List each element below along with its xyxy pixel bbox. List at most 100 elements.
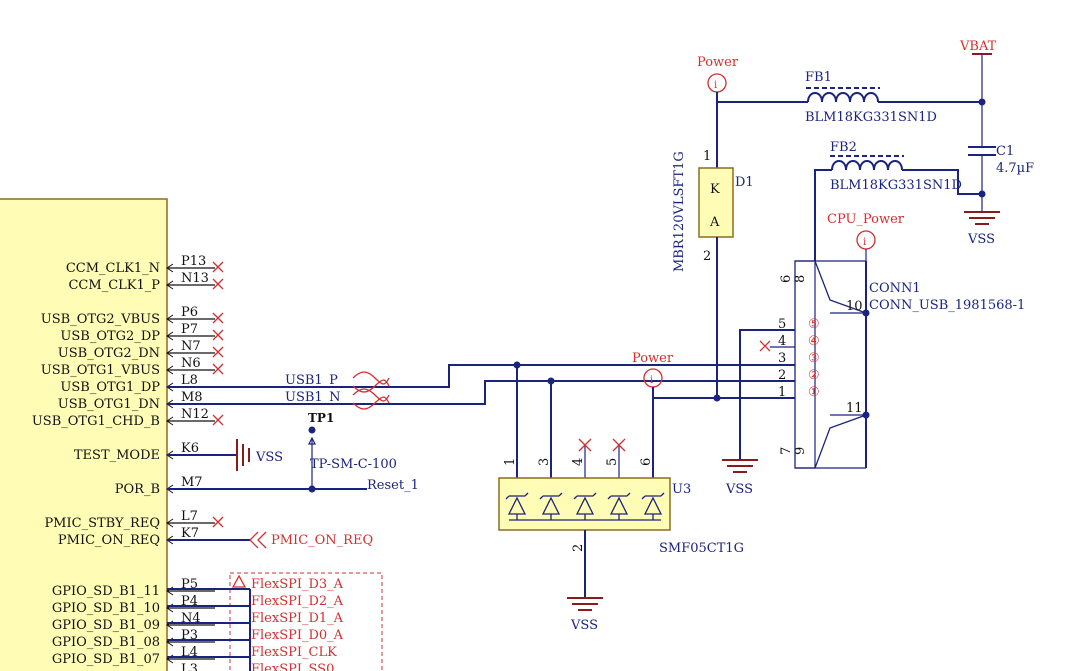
conn1-inner-pin: ① bbox=[808, 385, 820, 400]
test-mode-vss-label: VSS bbox=[255, 450, 283, 465]
flexspi-harness-box bbox=[229, 572, 383, 671]
pmic-on-req-label: PMIC_ON_REQ bbox=[271, 533, 373, 548]
conn1-pin-number: 9 bbox=[793, 447, 808, 455]
conn1-pin-number: 3 bbox=[778, 351, 786, 366]
flexspi-net-label: FlexSPI_D2_A bbox=[251, 594, 344, 609]
conn1-pin-number: 6 bbox=[779, 275, 794, 283]
u3-pin-number: 5 bbox=[605, 458, 620, 466]
mcu-signal-name: GPIO_SD_B1_11 bbox=[52, 584, 160, 599]
flexspi-net-label: FlexSPI_CLK bbox=[251, 645, 337, 660]
cpu-power-label: CPU_Power bbox=[827, 212, 905, 227]
vss-ground-icon bbox=[236, 439, 250, 471]
mcu-pin-number: N7 bbox=[181, 339, 201, 354]
mcu-pin-number: P6 bbox=[181, 305, 198, 320]
d1-value: MBR120VLSFT1G bbox=[672, 151, 687, 272]
conn1-pin-number: 11 bbox=[846, 401, 863, 416]
fb1-ref: FB1 bbox=[805, 70, 832, 85]
junction-dot bbox=[308, 485, 316, 493]
power-flag-label: Power bbox=[697, 55, 739, 70]
mcu-signal-name: GPIO_SD_B1_08 bbox=[52, 635, 160, 650]
vbat-label: VBAT bbox=[959, 39, 997, 54]
mcu-signal-name: GPIO_SD_B1_09 bbox=[52, 618, 160, 633]
mcu-signal-name: USB_OTG2_DP bbox=[60, 329, 160, 344]
mcu-signal-name: GPIO_SD_B1_07 bbox=[52, 652, 160, 667]
flexspi-net-label: FlexSPI_D0_A bbox=[251, 628, 344, 643]
mcu-signal-name: POR_B bbox=[115, 482, 160, 497]
mcu-pin-number: N13 bbox=[181, 271, 209, 286]
conn1-body bbox=[794, 260, 867, 469]
flexspi-net-list: FlexSPI_D3_AFlexSPI_D2_AFlexSPI_D1_AFlex… bbox=[251, 577, 344, 671]
mcu-signal-name: CCM_CLK1_N bbox=[66, 261, 160, 276]
u3-pin-number: 6 bbox=[639, 458, 654, 466]
reset-net-label: Reset_1 bbox=[367, 478, 419, 493]
mcu-pin-row: USB_OTG2_VBUS P6 bbox=[41, 305, 215, 327]
usb1-n-label: USB1_N bbox=[285, 390, 341, 405]
vss-ground-icon-conn bbox=[722, 459, 758, 473]
conn1-pin-number: 1 bbox=[778, 385, 786, 400]
tp1-value: TP-SM-C-100 bbox=[310, 457, 397, 472]
flexspi-net-label: FlexSPI_D3_A bbox=[251, 577, 344, 592]
c1-vss-label: VSS bbox=[967, 232, 995, 247]
flexspi-wires bbox=[167, 588, 251, 671]
conn1-pin-number: 4 bbox=[778, 334, 786, 349]
u3-pin-number: 4 bbox=[571, 458, 586, 466]
fb2-value: BLM18KG331SN1D bbox=[830, 178, 962, 193]
mcu-pin-number: N12 bbox=[181, 407, 209, 422]
info-glyph: i bbox=[650, 375, 653, 386]
mcu-pin-number: P7 bbox=[181, 322, 198, 337]
mcu-signal-name: PMIC_STBY_REQ bbox=[44, 516, 160, 531]
info-glyph: i bbox=[714, 80, 717, 91]
usb1-n-wire bbox=[167, 380, 795, 405]
u3-body bbox=[498, 477, 671, 531]
vss-ground-icon-u3 bbox=[567, 597, 603, 611]
mcu-pin-number: K6 bbox=[181, 441, 199, 456]
tp1-ref: TP1 bbox=[308, 411, 334, 425]
fb1-value: BLM18KG331SN1D bbox=[805, 110, 937, 125]
conn1-pin-number: 10 bbox=[846, 299, 863, 314]
usb1-p-wire bbox=[167, 364, 795, 388]
test-point-icon bbox=[308, 426, 316, 434]
u3-pin-number: 3 bbox=[537, 458, 552, 466]
power-flag-label-2: Power bbox=[632, 351, 674, 366]
mcu-signal-name: USB_OTG1_DN bbox=[58, 397, 160, 412]
d1-pin2: 2 bbox=[703, 249, 711, 264]
fb1-inductor-icon bbox=[807, 92, 879, 103]
mcu-signal-name: USB_OTG2_VBUS bbox=[41, 312, 160, 327]
mcu-signal-name: GPIO_SD_B1_10 bbox=[52, 601, 160, 616]
no-connect-marks bbox=[212, 261, 224, 528]
u3-value: SMF05CT1G bbox=[659, 541, 744, 556]
mcu-pin-number: L8 bbox=[181, 373, 198, 388]
mcu-pin-row: USB_OTG1_DP L8 bbox=[60, 373, 215, 395]
d1-pin-a: A bbox=[709, 215, 720, 230]
conn1-pin-number: 5 bbox=[778, 317, 786, 332]
d1-ref: D1 bbox=[735, 175, 754, 190]
conn1-pin-number: 2 bbox=[778, 368, 786, 383]
conn1-value: CONN_USB_1981568-1 bbox=[869, 298, 1025, 313]
conn-pin5-wire bbox=[739, 329, 795, 460]
conn1-inner-pin: ④ bbox=[808, 334, 820, 349]
diff-pair-icon bbox=[352, 371, 390, 410]
u3-pin-number: 1 bbox=[503, 458, 518, 466]
mcu-signal-name: TEST_MODE bbox=[74, 448, 160, 463]
conn1-inner-pin: ② bbox=[808, 368, 820, 383]
c1-ref: C1 bbox=[996, 144, 1014, 159]
mcu-signal-name: USB_OTG2_DN bbox=[58, 346, 160, 361]
mcu-body bbox=[0, 198, 168, 671]
mcu-signal-name: USB_OTG1_DP bbox=[60, 380, 160, 395]
warning-triangle-icon bbox=[231, 574, 247, 588]
conn-vss-label: VSS bbox=[725, 482, 753, 497]
u3-vss-label: VSS bbox=[570, 618, 598, 633]
mcu-pin-number: N6 bbox=[181, 356, 201, 371]
c1-value: 4.7µF bbox=[996, 161, 1034, 176]
mcu-signal-name: PMIC_ON_REQ bbox=[58, 533, 160, 548]
fb2-ref: FB2 bbox=[830, 140, 857, 155]
usb1-p-label: USB1_P bbox=[285, 373, 338, 388]
mcu-pin-number: K7 bbox=[181, 526, 199, 541]
u3-ref: U3 bbox=[672, 482, 691, 497]
